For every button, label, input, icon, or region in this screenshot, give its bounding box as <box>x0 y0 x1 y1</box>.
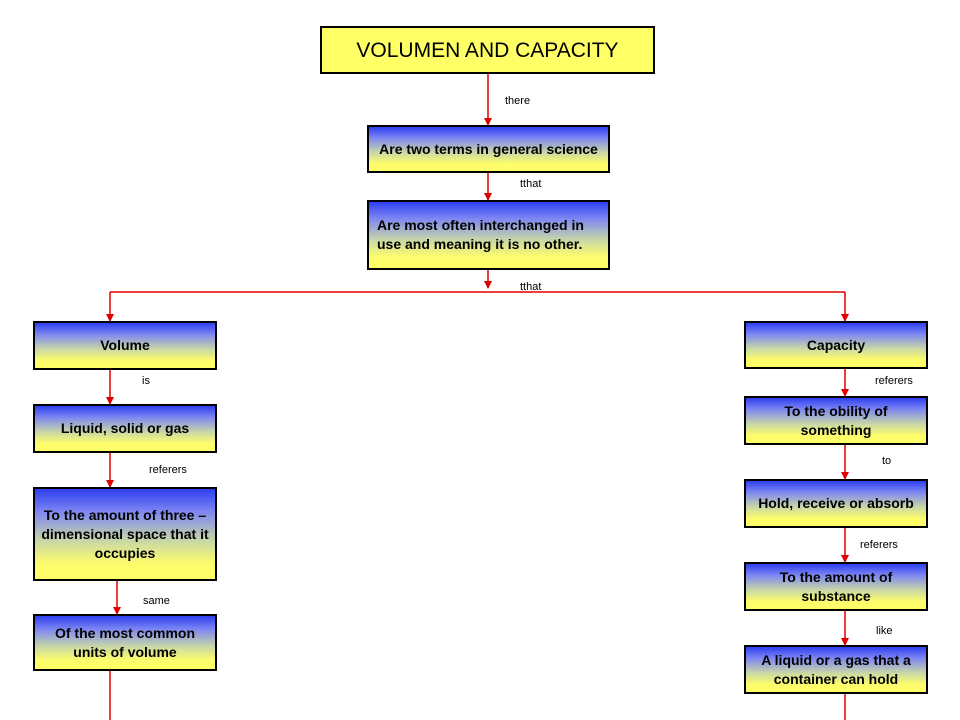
link-label-referers-right-1: referers <box>875 375 913 387</box>
link-label-is: is <box>142 375 150 387</box>
link-label-referers-left: referers <box>149 464 187 476</box>
interchanged-box: Are most often interchanged in use and m… <box>367 200 610 270</box>
volume-box: Volume <box>33 321 217 370</box>
volume-units-box: Of the most common units of volume <box>33 614 217 671</box>
link-label-to: to <box>882 455 892 467</box>
link-label-like: like <box>876 625 893 637</box>
link-label-referers-right-2: referers <box>860 539 898 551</box>
volume-amount-box: To the amount of three – dimensional spa… <box>33 487 217 581</box>
link-label-same: same <box>143 595 170 607</box>
capacity-box: Capacity <box>744 321 928 369</box>
definition-box: Are two terms in general science <box>367 125 610 173</box>
link-label-there: there <box>505 95 531 107</box>
link-label-tthat-2: tthat <box>520 281 542 293</box>
title-box: VOLUMEN AND CAPACITY <box>320 26 655 74</box>
capacity-example-box: A liquid or a gas that a container can h… <box>744 645 928 694</box>
capacity-amount-box: To the amount of substance <box>744 562 928 611</box>
capacity-ability-box: To the obility of something <box>744 396 928 445</box>
link-label-tthat-1: tthat <box>520 178 542 190</box>
volume-states-box: Liquid, solid or gas <box>33 404 217 453</box>
capacity-hold-box: Hold, receive or absorb <box>744 479 928 528</box>
